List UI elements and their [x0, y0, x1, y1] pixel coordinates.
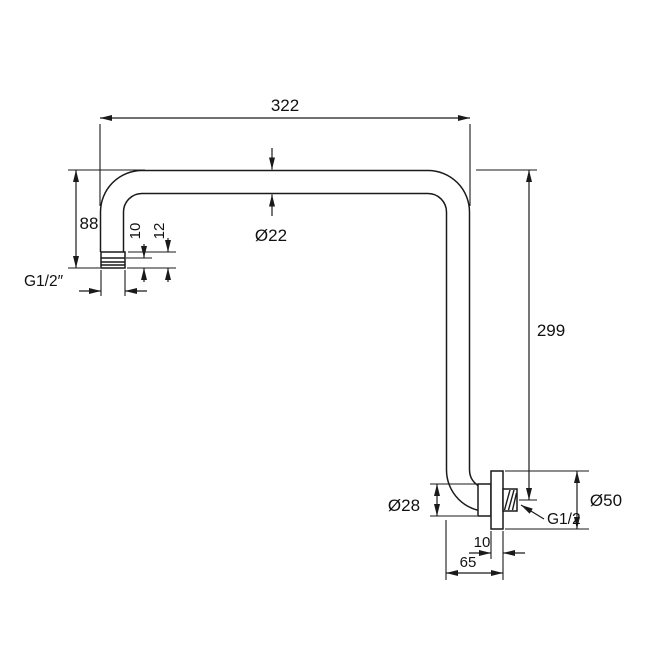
dimension-right-height: 299 — [476, 169, 565, 501]
dim-10-bottom-label: 10 — [474, 534, 491, 551]
dimension-tube-diameter: Ø22 — [255, 148, 287, 245]
shower-arm-tube — [99, 169, 492, 513]
callout-left-thread: G1/2″ — [24, 270, 147, 296]
dim-10-left-label: 10 — [127, 223, 144, 240]
thread-right-label: G1/2 — [547, 511, 581, 528]
dimension-wall-offset: 65 — [445, 520, 503, 580]
dim-12-left-label: 12 — [151, 223, 168, 240]
dimension-left-10: 10 — [126, 223, 152, 282]
dimension-flange-thickness: 10 — [469, 531, 525, 580]
dim-o50-label: Ø50 — [590, 491, 622, 510]
dimension-flange-diameter: Ø50 — [505, 470, 622, 530]
dim-o22-label: Ø22 — [255, 226, 287, 245]
dimension-left-drop: 88 — [68, 169, 145, 269]
dimension-collar-diameter: Ø28 — [388, 483, 477, 517]
connector-collar — [477, 483, 492, 517]
dim-o28-label: Ø28 — [388, 496, 420, 515]
dim-322-label: 322 — [271, 96, 299, 115]
thread-left-label: G1/2″ — [24, 273, 64, 290]
wall-connector — [477, 470, 518, 530]
dim-299-label: 299 — [537, 321, 565, 340]
wall-flange — [490, 470, 504, 530]
shower-head-thread-fitting — [100, 251, 126, 269]
dim-65-label: 65 — [460, 554, 477, 571]
dimension-overall-width: 322 — [99, 96, 471, 206]
dim-88-label: 88 — [80, 214, 99, 233]
callout-wall-thread: G1/2 — [520, 504, 581, 528]
dimension-left-12: 12 — [127, 223, 176, 282]
